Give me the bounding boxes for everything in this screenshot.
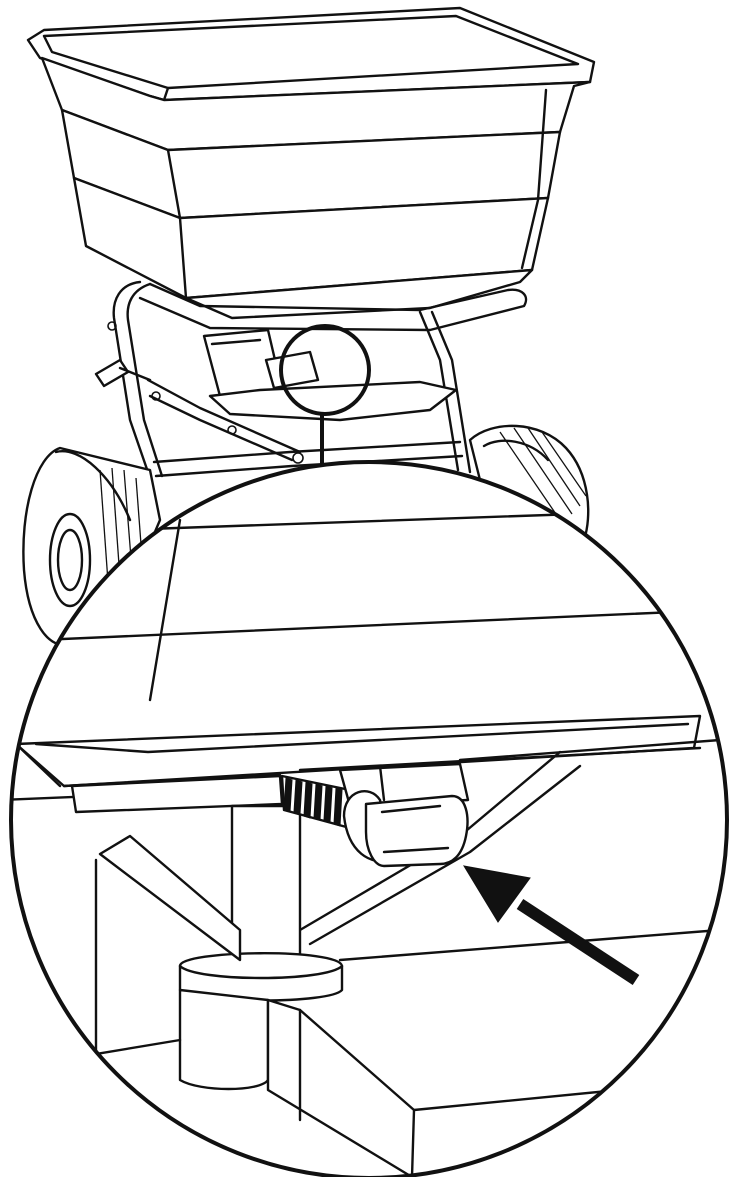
callout-arrow — [462, 865, 640, 986]
threaded-spring — [280, 774, 352, 830]
adjustment-knob — [342, 790, 469, 868]
hopper — [26, 6, 596, 320]
frame — [94, 280, 528, 480]
magnified-detail — [9, 460, 729, 1177]
detail-callout-small — [279, 324, 371, 468]
